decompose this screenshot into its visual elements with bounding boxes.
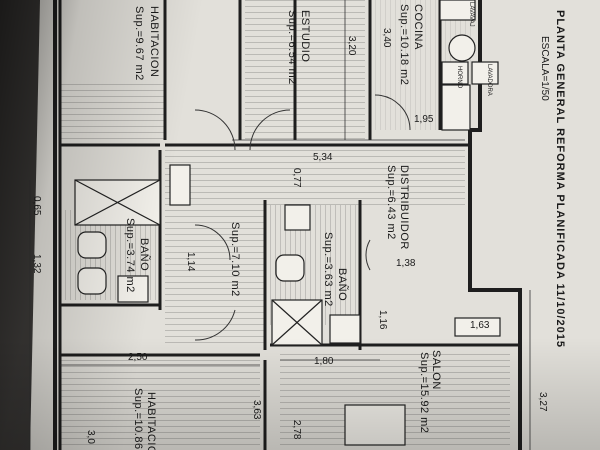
dim-1-16: 1,16 — [377, 310, 388, 330]
room-name-bano-left: BAÑO — [138, 238, 150, 272]
dim-3-20: 3,20 — [346, 36, 357, 56]
room-area-cocina: Sup.=10.18 m2 — [398, 4, 410, 86]
wardrobe-distrib — [169, 164, 191, 206]
sink-right — [329, 314, 361, 344]
plan-scale: ESCALA=1/50 — [539, 36, 550, 101]
dim-0-77: 0,77 — [291, 168, 302, 188]
dim-2-78: 2,78 — [291, 420, 302, 440]
dim-1-80: 1,80 — [314, 356, 334, 367]
room-name-estudio: ESTUDIO — [299, 10, 311, 63]
room-name-bano-right: BAÑO — [336, 268, 348, 302]
room-area-habitacion-top: Sup.=9.67 m2 — [133, 6, 145, 81]
cabinet — [284, 204, 311, 231]
room-area-distribuidor: Sup.=6.43 m2 — [385, 165, 397, 240]
horno-box — [441, 61, 469, 85]
toilet-left-1 — [77, 231, 107, 259]
dim-2-50: 2,50 — [128, 352, 148, 363]
room-name-distribuidor: DISTRIBUIDOR — [398, 165, 410, 250]
toilet-left-2 — [77, 267, 107, 295]
dim-3-27: 3,27 — [537, 392, 548, 412]
room-area-hall: Sup.=7.10 m2 — [229, 222, 241, 297]
salon-table — [344, 404, 406, 446]
lavadora-box — [471, 61, 499, 85]
label-lavavajillas: LAVAVAJ — [468, 2, 474, 27]
hab-top-floor — [60, 80, 165, 140]
dim-1-95: 1,95 — [414, 114, 434, 125]
room-name-salon: SALON — [430, 350, 442, 390]
room-name-habitacion-bottom: HABITACION — [145, 392, 157, 450]
dim-3-04: 3,0 — [85, 430, 96, 444]
hall-floor — [165, 205, 265, 345]
room-area-salon: Sup.=15.92 m2 — [418, 352, 430, 434]
room-name-habitacion-top: HABITACION — [148, 6, 160, 78]
room-area-habitacion-bottom: Sup.=10.86 — [132, 388, 144, 450]
dim-1-14: 1,14 — [185, 252, 196, 272]
dim-3-63: 3,63 — [251, 400, 262, 420]
plan-title: PLANTA GENERAL REFORMA PLANIFICADA 11/10… — [554, 10, 566, 348]
dim-1-32: 1,32 — [31, 254, 42, 274]
room-area-bano-right: Sup.=3.63 m2 — [322, 232, 334, 307]
dim-3-40: 3,40 — [381, 28, 392, 48]
room-area-estudio: Sup.=6.54 m2 — [286, 10, 298, 85]
hob-circle — [448, 34, 476, 62]
room-name-cocina: COCINA — [412, 4, 424, 50]
dim-5-34: 5,34 — [313, 152, 333, 163]
toilet-right — [275, 254, 305, 282]
label-lavadora: LAVADORA — [486, 64, 492, 96]
dim-1-63: 1,63 — [470, 320, 490, 331]
dim-1-38: 1,38 — [396, 258, 416, 269]
sink-kitchen — [441, 84, 471, 131]
label-horno: HORNO — [456, 66, 462, 89]
room-area-bano-left: Sup.=3.74 m2 — [124, 218, 136, 293]
dim-0-65: 0,65 — [31, 196, 42, 216]
